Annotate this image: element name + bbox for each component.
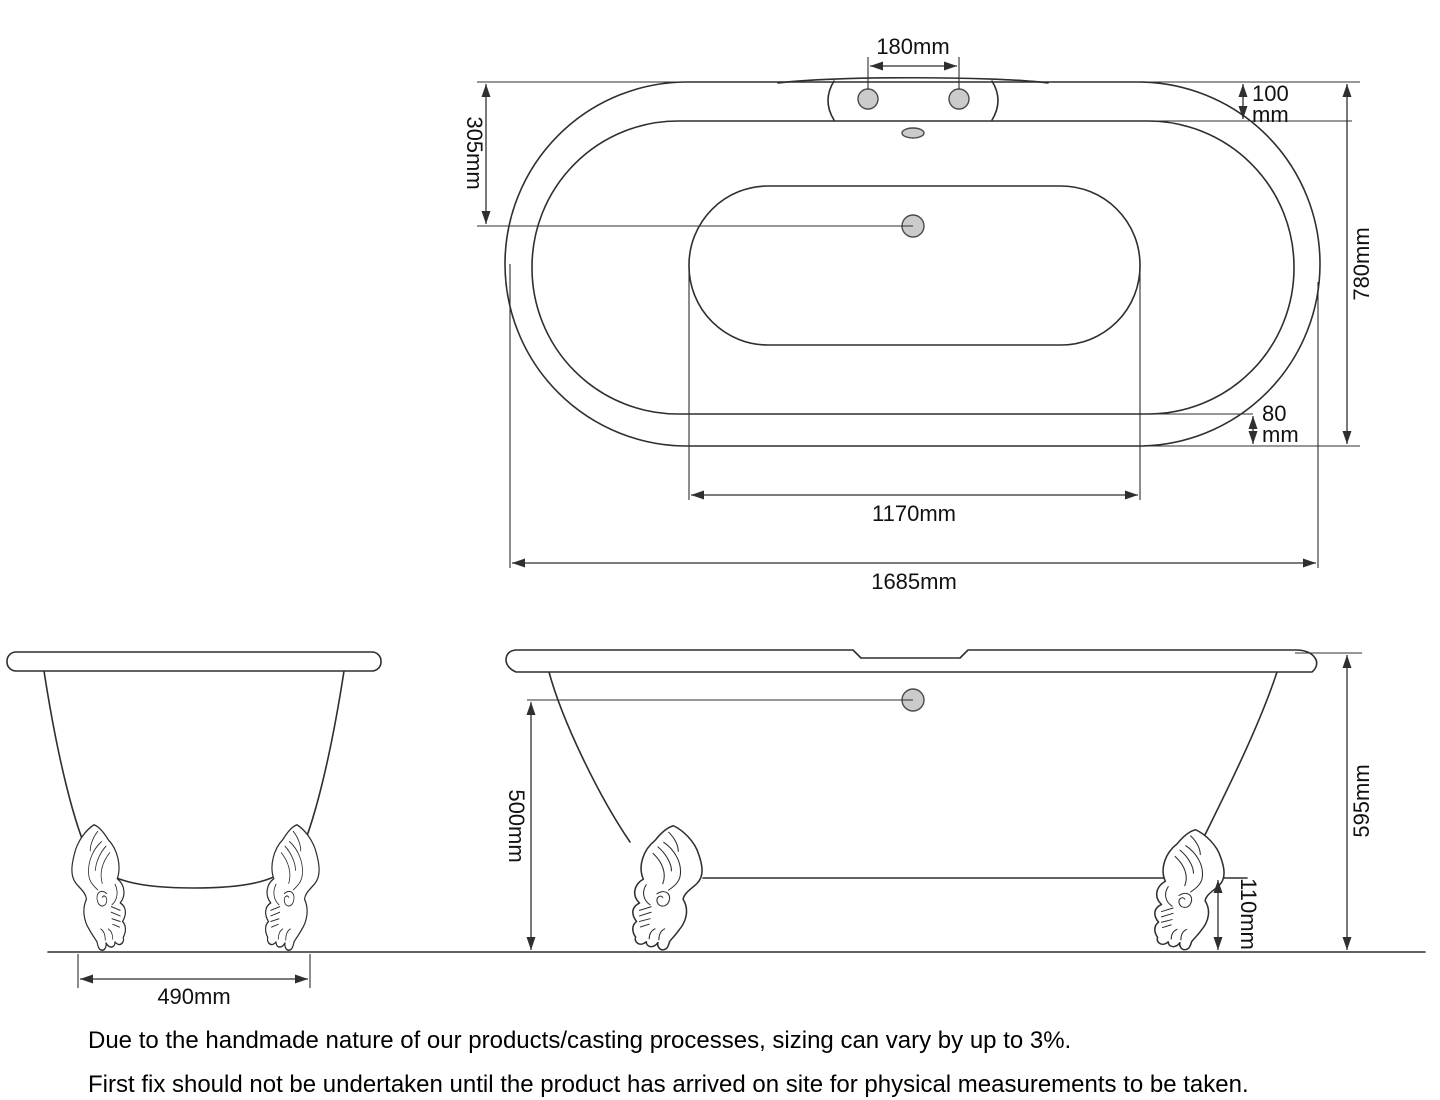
dim-label-overall-length: 1685mm [871, 569, 957, 594]
footer-notes: Due to the handmade nature of our produc… [88, 1027, 1249, 1098]
tap-hole-right [948, 88, 970, 110]
dim-label-drain-from-rim: 305mm [462, 116, 487, 189]
side-rear-slant [1199, 671, 1278, 846]
tap-deck-left-arc [827, 80, 835, 121]
top-view: 305mm 180mm 100 mm 780mm 80 mm 1170mm 16… [462, 34, 1374, 594]
dim-label-overall-height: 595mm [1349, 764, 1374, 837]
front-body-outline [43, 670, 345, 889]
claw-foot-front-right [264, 824, 320, 951]
dim-label-overall-width: 780mm [1349, 227, 1374, 300]
claw-foot-side-right [1154, 828, 1225, 951]
side-rim [505, 649, 1318, 673]
tap-deck-right-arc [991, 80, 999, 121]
claw-foot-front-left [71, 824, 127, 951]
dim-label-feet-spacing: 490mm [157, 984, 230, 1009]
side-view: 500mm 110mm 595mm [504, 649, 1374, 951]
basin-outline [688, 185, 1141, 346]
front-rim [6, 651, 382, 672]
claw-foot-side-left [632, 824, 703, 951]
outer-rim-outline [504, 81, 1321, 447]
tap-hole-left [857, 88, 879, 110]
dim-label-rim-to-floor: 500mm [504, 789, 529, 862]
overflow-hole [901, 127, 925, 139]
dim-label-rim-bottom-value: 80 [1262, 401, 1286, 426]
dim-label-clearance: 110mm [1236, 878, 1261, 950]
dim-label-basin-length: 1170mm [872, 501, 956, 526]
dim-label-rim-top-value: 100 [1252, 81, 1289, 106]
note-line-2: First fix should not be undertaken until… [88, 1071, 1249, 1098]
dim-label-rim-top-unit: mm [1252, 102, 1289, 127]
side-front-slant [548, 671, 631, 843]
dim-label-rim-bottom-unit: mm [1262, 422, 1299, 447]
inner-rim-outline [531, 120, 1295, 415]
front-view: 490mm [6, 651, 382, 1009]
tap-deck-edge [777, 76, 1049, 84]
dim-label-tap-spacing: 180mm [876, 34, 949, 59]
note-line-1: Due to the handmade nature of our produc… [88, 1027, 1071, 1054]
